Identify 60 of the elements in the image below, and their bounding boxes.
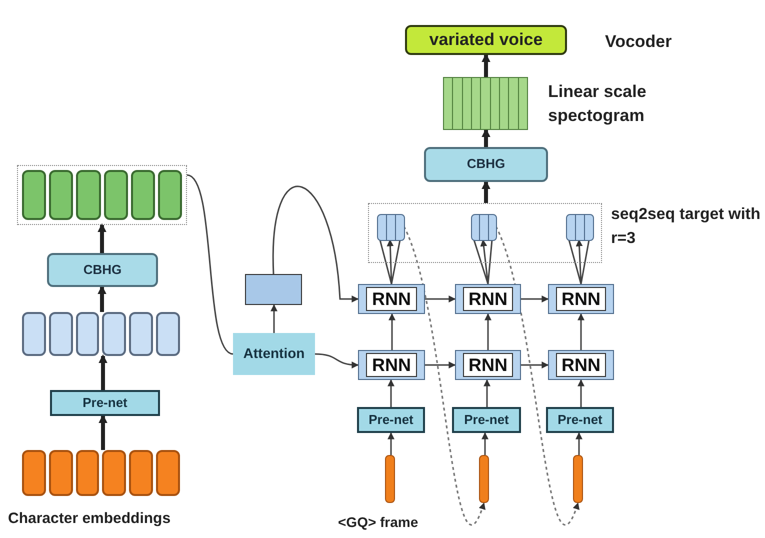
arrow — [482, 53, 490, 77]
node-caption: Vocoder — [605, 31, 673, 53]
frame-block — [377, 214, 405, 241]
arrow — [473, 239, 493, 285]
rnn-cell: RNN — [455, 284, 521, 314]
arrow — [482, 180, 490, 203]
input-frame-bar — [573, 455, 583, 503]
arrow — [482, 128, 490, 147]
frame-block — [471, 214, 497, 241]
module-box: Attention — [233, 333, 315, 375]
module-box: Pre-net — [546, 407, 614, 433]
arrow — [521, 362, 549, 368]
rnn-cell: RNN — [358, 350, 425, 380]
dashed-arrow — [495, 226, 579, 525]
arrow — [484, 313, 492, 350]
node-caption: seq2seq target with r=3 — [611, 205, 761, 249]
rnn-cell: RNN — [455, 350, 521, 380]
embedding-block — [22, 450, 180, 496]
arrow — [578, 379, 584, 407]
arrow — [425, 296, 456, 302]
connector-line — [186, 174, 234, 355]
arrow — [521, 296, 549, 302]
arrow — [578, 313, 584, 350]
rnn-cell: RNN — [358, 284, 425, 314]
dotted-group-box — [368, 203, 602, 263]
arrow — [98, 285, 106, 312]
input-frame-bar — [385, 455, 395, 503]
arrow — [482, 432, 488, 455]
arrow — [576, 432, 582, 455]
arrow — [98, 354, 108, 390]
arrow — [388, 432, 394, 455]
arrow — [98, 223, 106, 253]
spectrogram-block — [443, 77, 528, 130]
node-caption: <GQ> frame — [338, 513, 420, 532]
node-caption: Character embeddings — [8, 509, 172, 529]
arrow — [388, 379, 394, 407]
arrow — [98, 414, 108, 450]
rnn-cell: RNN — [548, 350, 614, 380]
arrow — [314, 353, 359, 368]
node-caption: Linear scale spectogram — [548, 81, 648, 127]
arrow — [568, 239, 590, 285]
dotted-group-box — [17, 165, 187, 225]
module-box: CBHG — [424, 147, 548, 182]
input-frame-bar — [479, 455, 489, 503]
arrow — [379, 239, 401, 285]
arrow — [388, 313, 396, 350]
context-box — [245, 274, 302, 305]
module-box: CBHG — [47, 253, 158, 287]
arrow — [270, 304, 278, 333]
arrow — [272, 186, 359, 302]
arrow — [484, 379, 490, 407]
dashed-arrow — [403, 226, 485, 524]
vector-block — [22, 312, 180, 356]
module-box: Pre-net — [452, 407, 521, 433]
module-box: Pre-net — [357, 407, 425, 433]
arrow — [425, 362, 456, 368]
module-box: Pre-net — [50, 390, 160, 416]
rnn-cell: RNN — [548, 284, 614, 314]
output-box: variated voice — [405, 25, 567, 55]
frame-block — [566, 214, 594, 241]
